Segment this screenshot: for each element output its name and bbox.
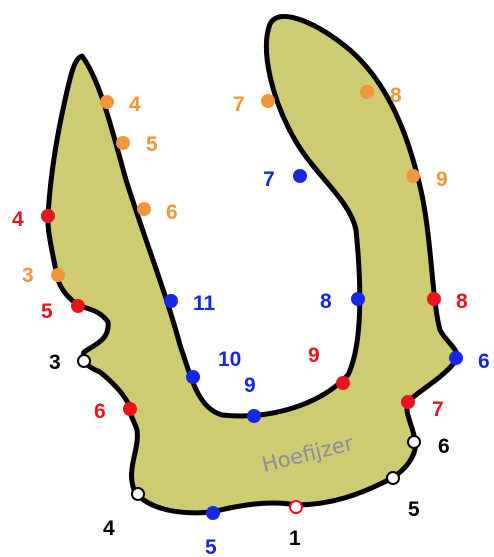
point-orange-9: [406, 169, 420, 183]
point-orange-3: [51, 268, 65, 282]
point-orange-5: [116, 136, 130, 150]
label-blue-11: 11: [193, 292, 216, 315]
point-blue-8: [351, 292, 365, 306]
point-orange-8: [360, 85, 374, 99]
label-black-3: 3: [49, 351, 61, 374]
label-blue-6: 6: [478, 350, 490, 373]
point-open-5: [387, 472, 399, 484]
label-orange-4: 4: [129, 93, 141, 116]
point-red-8: [427, 292, 441, 306]
label-orange-6: 6: [166, 201, 178, 224]
point-open-3: [78, 355, 90, 367]
point-red-9: [336, 376, 350, 390]
point-red-4: [41, 209, 55, 223]
label-blue-7: 7: [263, 168, 275, 191]
point-open-1: [290, 501, 302, 513]
label-blue-9: 9: [244, 374, 256, 397]
label-red-7: 7: [432, 398, 444, 421]
point-blue-9: [247, 409, 261, 423]
point-orange-6: [137, 202, 151, 216]
point-blue-6: [449, 351, 463, 365]
label-black-1: 1: [289, 527, 301, 550]
label-orange-7: 7: [233, 93, 245, 116]
label-red-8: 8: [456, 290, 468, 313]
label-blue-8: 8: [320, 290, 332, 313]
label-orange-8: 8: [390, 84, 402, 107]
label-orange-9: 9: [436, 168, 448, 191]
label-blue-10: 10: [218, 348, 241, 371]
point-orange-7: [261, 94, 275, 108]
point-red-5: [71, 299, 85, 313]
label-orange-5: 5: [146, 133, 158, 156]
label-red-6: 6: [94, 400, 106, 423]
label-black-6: 6: [438, 435, 450, 458]
point-open-4: [132, 488, 144, 500]
point-blue-11: [164, 294, 178, 308]
point-open-6: [408, 436, 420, 448]
label-black-4: 4: [103, 517, 115, 540]
point-orange-4: [100, 95, 114, 109]
label-blue-5: 5: [205, 536, 217, 557]
label-red-9: 9: [308, 344, 320, 367]
label-orange-3: 3: [22, 264, 34, 287]
label-red-4: 4: [12, 208, 24, 231]
point-red-7: [401, 395, 415, 409]
label-red-5: 5: [41, 300, 53, 323]
point-blue-10: [186, 370, 200, 384]
point-blue-7: [293, 169, 307, 183]
point-red-6: [123, 402, 137, 416]
label-black-5: 5: [408, 498, 420, 521]
point-blue-5: [206, 506, 220, 520]
